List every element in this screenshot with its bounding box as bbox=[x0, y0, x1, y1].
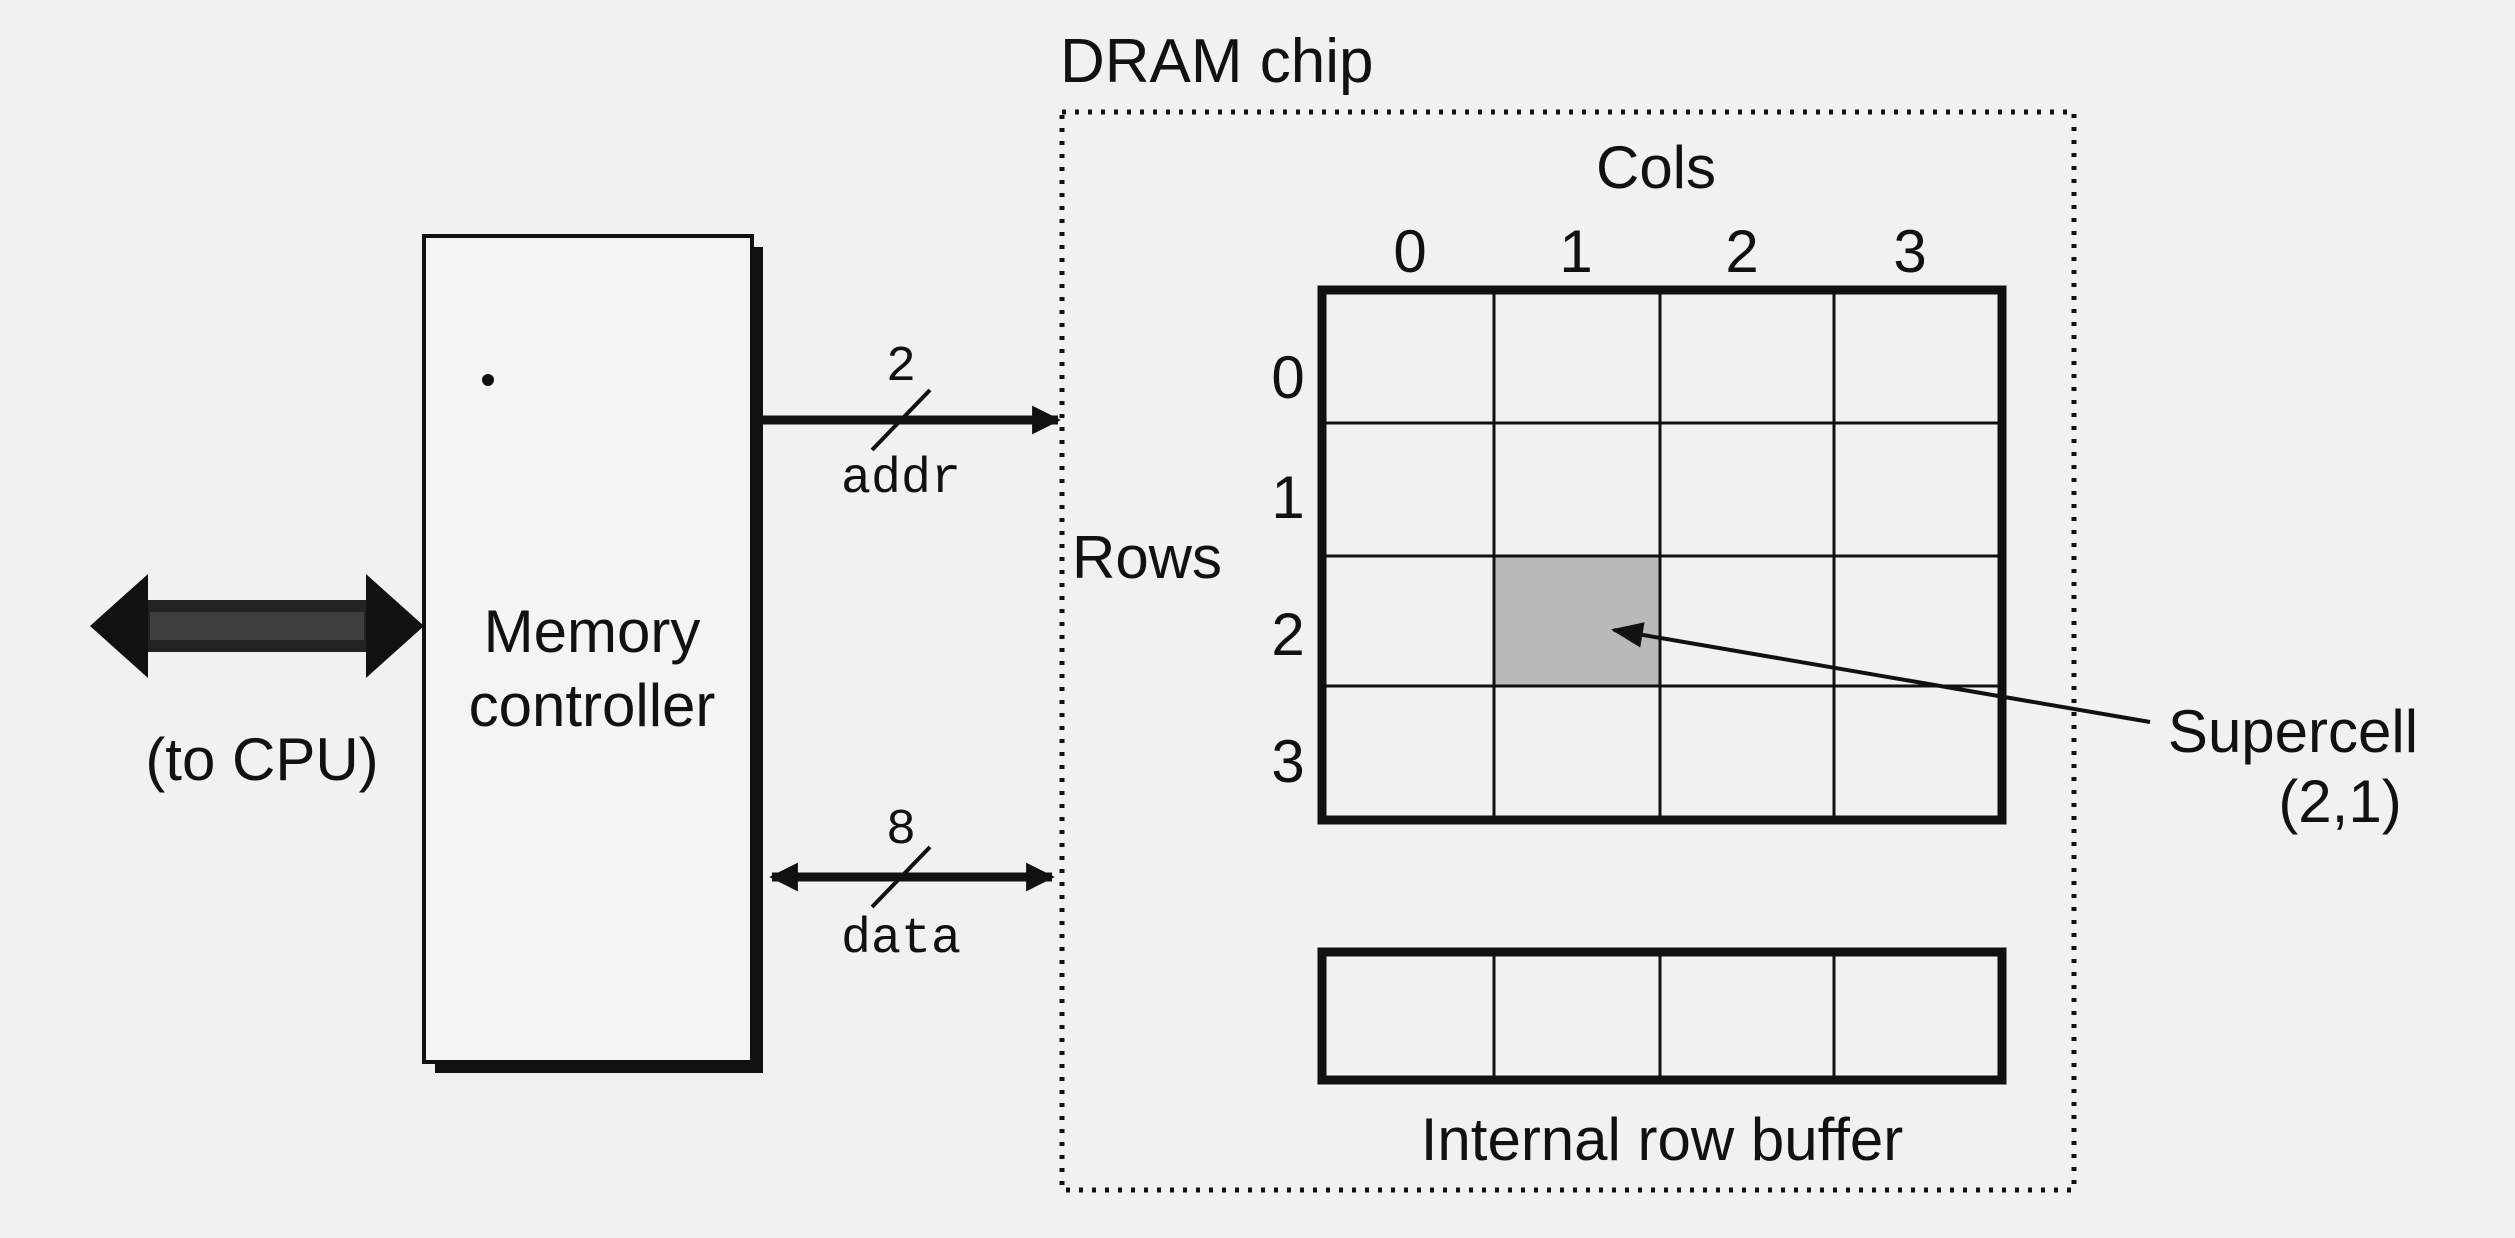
row-index-0: 0 bbox=[1271, 344, 1304, 411]
row-index-3: 3 bbox=[1271, 728, 1304, 795]
supercell-pointer-arrow bbox=[1610, 622, 2151, 724]
col-index-0: 0 bbox=[1393, 218, 1426, 285]
cols-label: Cols bbox=[1596, 134, 1716, 201]
data-bus-label: data bbox=[841, 911, 961, 968]
col-index-2: 2 bbox=[1725, 218, 1758, 285]
row-buffer-label: Internal row buffer bbox=[1421, 1106, 1904, 1173]
internal-row-buffer bbox=[1317, 947, 2007, 1085]
data-bus-width: 8 bbox=[886, 802, 916, 859]
speck bbox=[482, 374, 494, 386]
data-bus-slash bbox=[870, 845, 932, 909]
addr-bus-label: addr bbox=[841, 451, 961, 508]
memory-controller-box bbox=[422, 234, 754, 1064]
dram-chip-title: DRAM chip bbox=[1060, 27, 1374, 96]
supercell-label-line2: (2,1) bbox=[2278, 768, 2401, 835]
cpu-bus-arrow bbox=[90, 574, 424, 678]
row-index-1: 1 bbox=[1271, 464, 1304, 531]
dram-chip-boundary bbox=[1059, 109, 2077, 1193]
col-index-3: 3 bbox=[1893, 218, 1926, 285]
supercell-grid bbox=[1317, 285, 2007, 825]
addr-bus-slash bbox=[870, 388, 932, 452]
memory-controller-label-line1: Memory bbox=[484, 598, 701, 665]
col-index-1: 1 bbox=[1559, 218, 1592, 285]
memory-controller-label-line2: controller bbox=[469, 672, 716, 739]
row-index-2: 2 bbox=[1271, 601, 1304, 668]
supercell-2-1-shaded bbox=[1494, 556, 1660, 686]
rows-label: Rows bbox=[1072, 524, 1222, 591]
supercell-label-line1: Supercell bbox=[2168, 698, 2418, 765]
cpu-label: (to CPU) bbox=[145, 726, 378, 793]
addr-bus-width: 2 bbox=[886, 339, 916, 396]
